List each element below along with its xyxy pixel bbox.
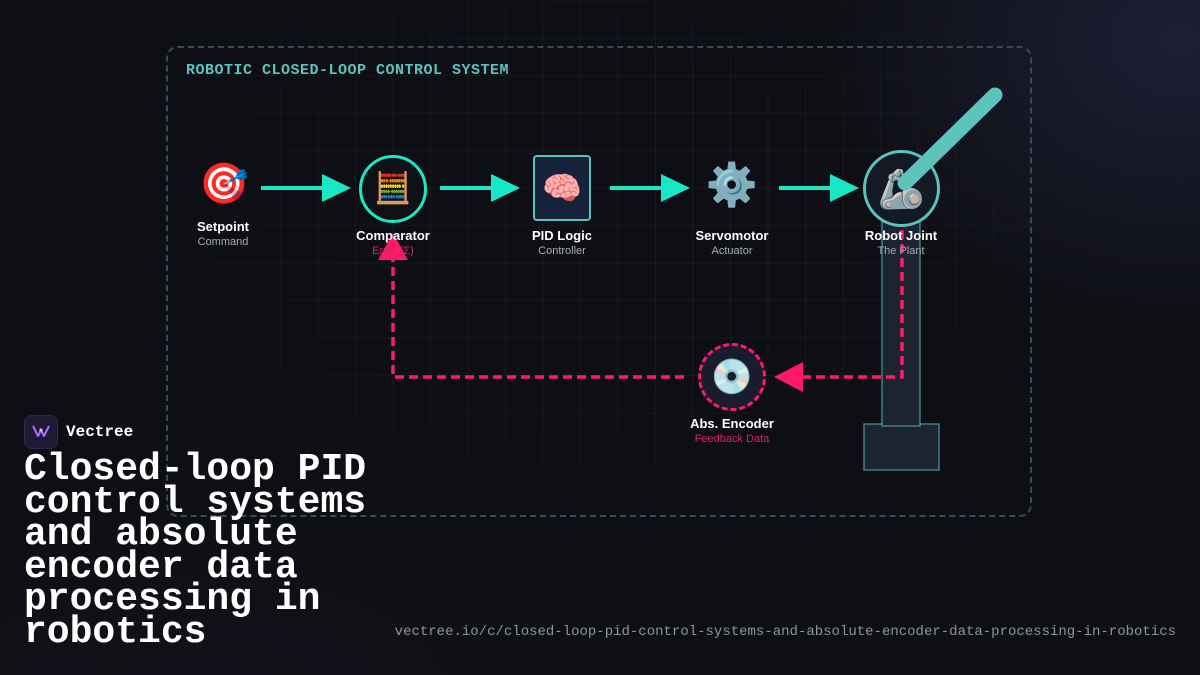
forward-edges xyxy=(261,174,859,202)
edge-encoder-comparator xyxy=(391,258,684,379)
node-servo: Servomotor Actuator xyxy=(657,228,807,257)
node-label: Servomotor xyxy=(695,228,769,243)
node-sublabel: Controller xyxy=(538,245,586,257)
target-icon: 🎯 xyxy=(199,161,249,207)
disc-icon: 💿 xyxy=(698,343,766,411)
node-sublabel: Feedback Data xyxy=(694,433,770,445)
brain-icon: 🧠 xyxy=(533,155,591,221)
arrowhead xyxy=(322,174,351,202)
node-sublabel: Command xyxy=(197,236,249,248)
page-title: Closed-loop PID control systems and abso… xyxy=(24,448,367,654)
brand: Vectree xyxy=(24,415,133,449)
node-comparator: Comparator Error (Σ) xyxy=(318,228,468,257)
arrowhead xyxy=(491,174,520,202)
node-sublabel: The Plant xyxy=(877,245,925,257)
vectree-logo-icon xyxy=(24,415,58,449)
feedback-edges xyxy=(391,230,904,379)
node-sublabel: Error (Σ) xyxy=(372,245,414,257)
diagram-title: ROBOTIC CLOSED-LOOP CONTROL SYSTEM xyxy=(186,62,510,79)
node-label: PID Logic xyxy=(532,228,592,243)
node-label: Abs. Encoder xyxy=(690,416,774,431)
arrowhead-comparator xyxy=(378,233,408,260)
abacus-icon: 🧮 xyxy=(359,155,427,223)
source-url[interactable]: vectree.io/c/closed-loop-pid-control-sys… xyxy=(394,624,1176,640)
node-label: Comparator xyxy=(356,228,430,243)
node-label: Setpoint xyxy=(197,219,249,234)
arrowhead xyxy=(830,174,859,202)
arrowhead xyxy=(661,174,690,202)
node-sublabel: Actuator xyxy=(711,245,753,257)
brand-name: Vectree xyxy=(66,423,134,441)
robot-upper-link xyxy=(897,87,1003,191)
node-robot: Robot Joint The Plant xyxy=(826,228,976,257)
gear-icon: ⚙️ xyxy=(705,160,759,209)
node-label: Robot Joint xyxy=(864,228,938,243)
node-pid: PID Logic Controller xyxy=(487,228,637,257)
node-setpoint: Setpoint Command xyxy=(148,219,298,248)
diagram-frame xyxy=(166,46,1032,517)
edge-robot-encoder xyxy=(800,230,904,379)
node-encoder: Abs. Encoder Feedback Data xyxy=(657,416,807,445)
arrowhead-encoder xyxy=(774,362,803,392)
